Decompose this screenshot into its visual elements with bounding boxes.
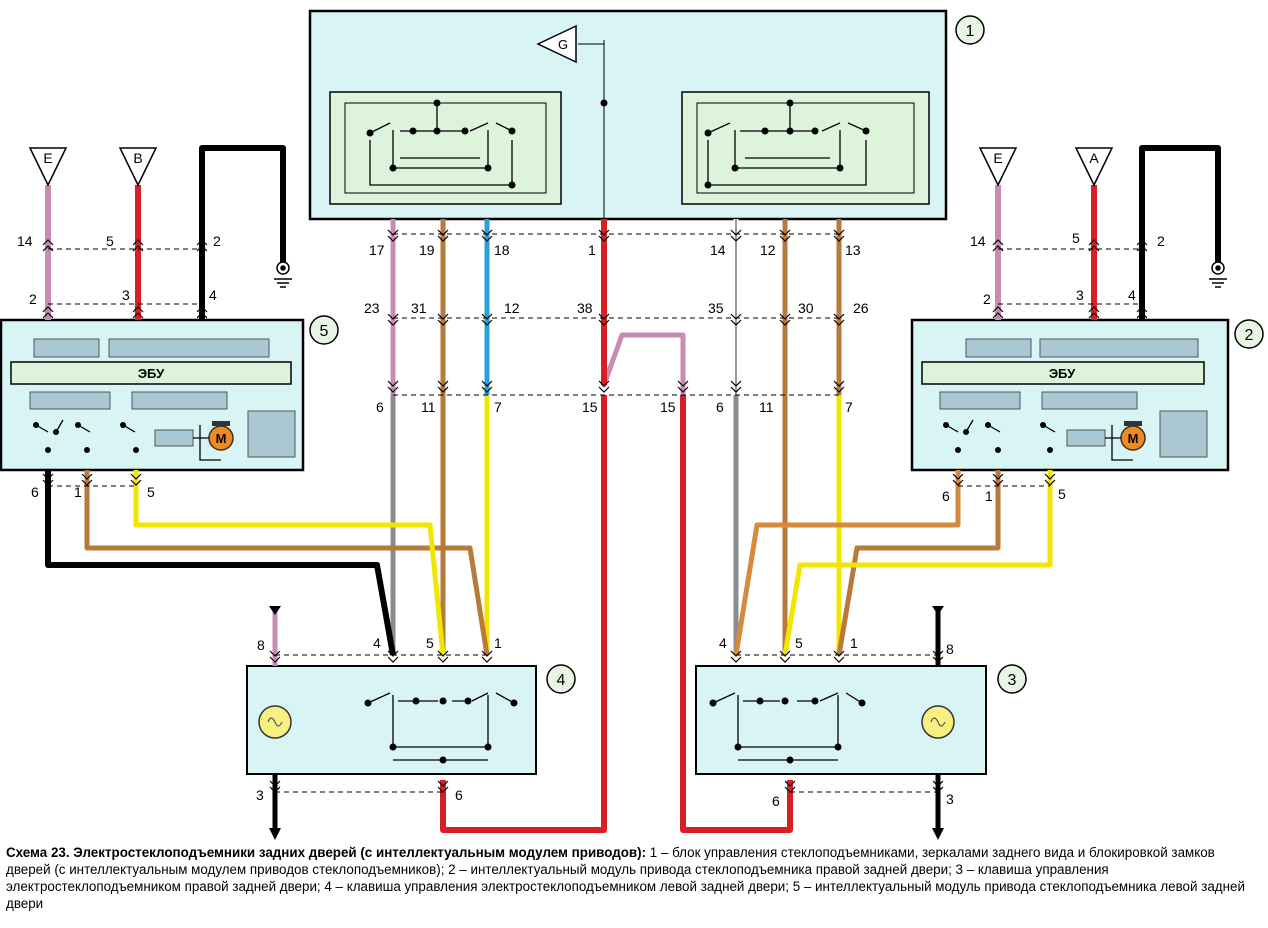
flag-a-label: A	[1089, 150, 1099, 166]
lamp-icon	[921, 705, 955, 739]
callout-4: 4	[546, 664, 576, 694]
module-2-internals: ЭБУ M	[921, 338, 1208, 458]
pin-label: 7	[494, 399, 502, 415]
pin-label: 1	[985, 488, 993, 504]
pin-label: 13	[845, 242, 861, 258]
motor-label-5: M	[216, 431, 227, 446]
pin-label: 23	[364, 300, 380, 316]
pin-label: 8	[946, 641, 954, 657]
flag-a: A	[1074, 147, 1114, 187]
pin-label: 8	[257, 637, 265, 653]
flag-b-label: B	[133, 150, 142, 166]
flag-e-right: E	[978, 147, 1018, 187]
pin-label: 18	[494, 242, 510, 258]
pin-label: 31	[411, 300, 427, 316]
pin-label: 17	[369, 242, 385, 258]
pin-label: 4	[719, 635, 727, 651]
pin-label: 1	[588, 242, 596, 258]
lamp-icon	[258, 705, 292, 739]
pin-label: 11	[421, 399, 436, 415]
pin-label: 3	[256, 787, 264, 803]
pin-label: 6	[455, 787, 463, 803]
pin-label: 7	[845, 399, 853, 415]
flag-g-label: G	[558, 37, 568, 52]
callout-2-label: 2	[1245, 327, 1254, 344]
wires	[45, 40, 1221, 833]
pin-label: 3	[946, 791, 954, 807]
ground-icon	[1209, 261, 1227, 288]
pin-label: 1	[74, 484, 82, 500]
pin-label: 4	[373, 635, 381, 651]
pin-label: 5	[1058, 486, 1066, 502]
flag-e-left-label: E	[43, 150, 52, 166]
pin-label: 2	[1157, 233, 1165, 249]
pin-label: 5	[147, 484, 155, 500]
pin-label: 2	[983, 291, 991, 307]
motor-label-2: M	[1128, 431, 1139, 446]
caption-title: Схема 23. Электростеклоподъемники задних…	[6, 845, 647, 860]
pin-label: 30	[798, 300, 814, 316]
wiring-diagram: ЭБУ M ЭБУ M	[0, 9, 1264, 840]
arrow-icon	[269, 606, 944, 840]
module-1-right-block	[681, 91, 930, 205]
pin-label: 12	[504, 300, 520, 316]
pin-label: 4	[1128, 287, 1136, 303]
callout-2: 2	[1234, 319, 1264, 349]
flag-e-right-label: E	[993, 150, 1002, 166]
pin-label: 6	[31, 484, 39, 500]
pin-label: 6	[376, 399, 384, 415]
callout-5-label: 5	[320, 323, 329, 340]
pin-label: 1	[850, 635, 858, 651]
pin-label: 12	[760, 242, 776, 258]
figure-caption: Схема 23. Электростеклоподъемники задних…	[6, 844, 1262, 912]
callout-5: 5	[309, 315, 339, 345]
pin-label: 6	[942, 488, 950, 504]
pin-label: 4	[209, 287, 217, 303]
pin-label: 2	[29, 291, 37, 307]
callout-1-label: 1	[966, 23, 975, 40]
callout-3: 3	[997, 664, 1027, 694]
module-1-left-block	[329, 91, 562, 205]
pin-label: 26	[853, 300, 869, 316]
pin-label: 3	[1076, 287, 1084, 303]
connector-marks	[42, 229, 1148, 793]
pin-label: 5	[106, 233, 114, 249]
callout-3-label: 3	[1008, 672, 1017, 689]
pin-label: 14	[17, 233, 33, 249]
pin-label: 11	[759, 399, 774, 415]
pin-label: 2	[213, 233, 221, 249]
pin-labels: 17 19 18 1 14 12 13 23 31 12 38 35 30 26…	[17, 230, 1165, 809]
callout-4-label: 4	[557, 672, 566, 689]
caption-text: 1 – блок управления стеклоподъемниками, …	[6, 845, 1245, 911]
ecu-label-5: ЭБУ	[138, 366, 165, 381]
pin-label: 15	[582, 399, 598, 415]
flag-b: B	[118, 147, 158, 187]
pin-label: 14	[970, 233, 986, 249]
pin-label: 3	[122, 287, 130, 303]
ecu-label-2: ЭБУ	[1049, 366, 1076, 381]
pin-label: 5	[1072, 230, 1080, 246]
pin-label: 5	[426, 635, 434, 651]
pin-label: 19	[419, 242, 435, 258]
module-5-internals: ЭБУ M	[10, 338, 296, 458]
pin-label: 15	[660, 399, 676, 415]
pin-label: 6	[716, 399, 724, 415]
pin-label: 5	[795, 635, 803, 651]
pin-label: 38	[577, 300, 593, 316]
flag-e-left: E	[28, 147, 68, 187]
ground-icon	[274, 261, 292, 288]
callout-1: 1	[955, 15, 985, 45]
connector-lines	[48, 233, 1142, 793]
pin-label: 14	[710, 242, 726, 258]
pin-label: 6	[772, 793, 780, 809]
junction-dots	[33, 99, 1053, 764]
pin-label: 35	[708, 300, 724, 316]
pin-label: 1	[494, 635, 502, 651]
flag-g: G	[536, 24, 577, 64]
